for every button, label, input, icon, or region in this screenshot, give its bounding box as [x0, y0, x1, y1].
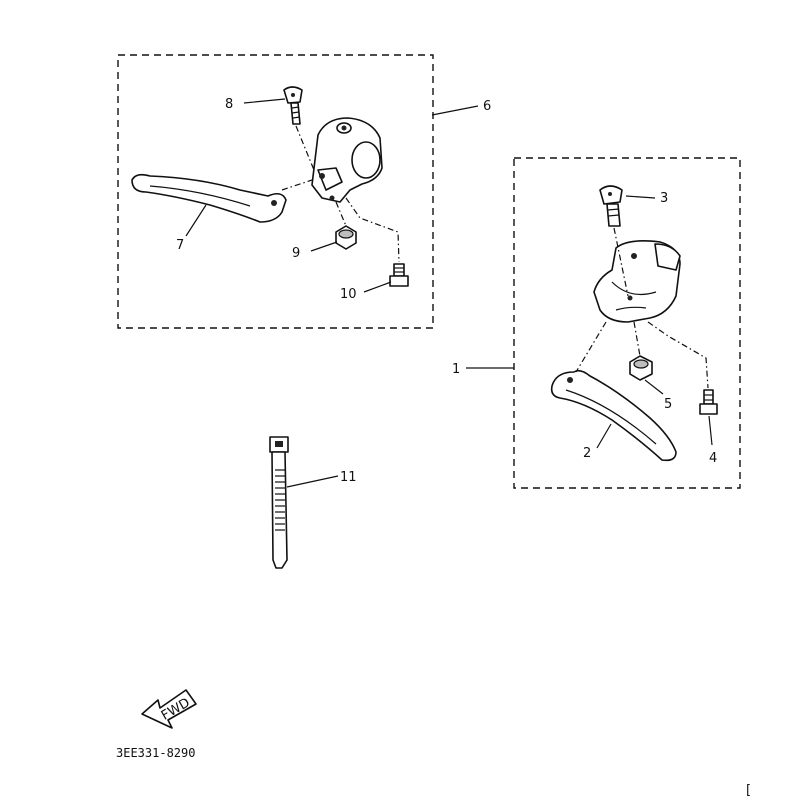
lever-holder-1[interactable] [593, 240, 681, 323]
lever-holder-6[interactable] [311, 117, 383, 203]
callout-9: 9 [292, 246, 300, 261]
cable-tie-teeth [275, 469, 285, 531]
nut-5[interactable] [629, 355, 653, 381]
page-corner-mark: [ [746, 783, 751, 798]
callout-2: 2 [583, 446, 591, 461]
callout-3: 3 [660, 191, 668, 206]
callout-8: 8 [225, 97, 233, 112]
callout-4: 4 [709, 451, 717, 466]
callout-1: 1 [452, 362, 460, 377]
bolt-10[interactable] [389, 263, 409, 287]
cable-tie-11[interactable] [269, 436, 289, 569]
assembly-box-1 [513, 157, 741, 489]
callout-7: 7 [176, 238, 184, 253]
bolt-4[interactable] [699, 389, 718, 415]
callout-11: 11 [340, 470, 357, 485]
callout-6: 6 [483, 99, 491, 114]
diagram-reference-code: 3EE331-8290 [116, 746, 195, 760]
callout-5: 5 [664, 397, 672, 412]
callout-10: 10 [340, 287, 357, 302]
nut-9[interactable] [335, 225, 357, 250]
fwd-arrow-icon: FWD [141, 689, 197, 729]
bolt-3[interactable] [599, 185, 623, 227]
lever-7[interactable] [131, 173, 287, 223]
lever-2[interactable] [550, 369, 677, 462]
bolt-8[interactable] [283, 86, 303, 125]
assembly-box-6 [117, 54, 434, 329]
